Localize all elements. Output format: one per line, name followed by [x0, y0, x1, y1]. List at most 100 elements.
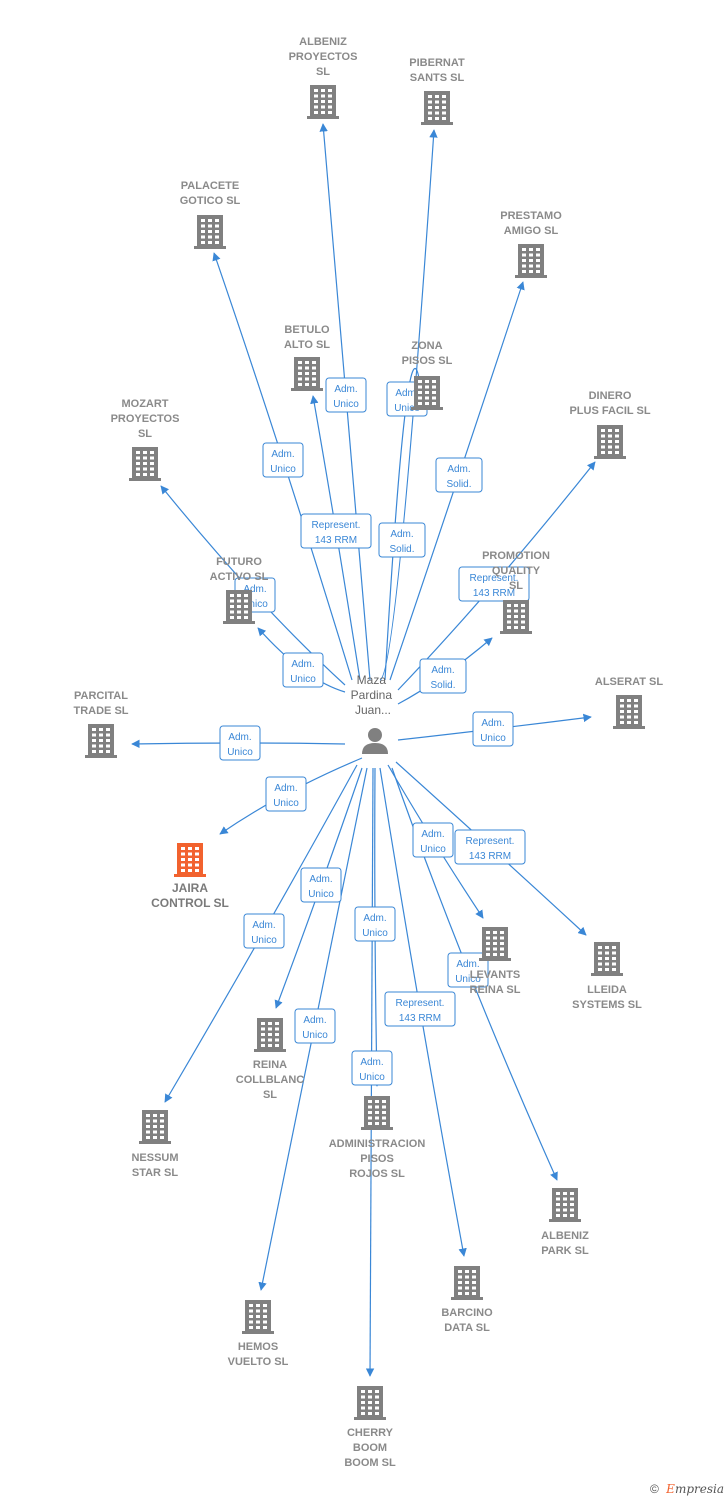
building-icon	[307, 85, 339, 119]
company-name-line: ROJOS SL	[349, 1168, 405, 1180]
building-icon	[223, 590, 255, 624]
company-name-line: PARCITAL	[74, 690, 128, 702]
relation-tag[interactable]: Represent. 143 RRM	[458, 566, 530, 602]
company-name-line: AMIGO SL	[504, 225, 559, 237]
company-name-line: COLLBLANC	[236, 1074, 304, 1086]
company-name-line: JAIRA	[172, 881, 208, 895]
relation-tag[interactable]: Adm. Unico	[351, 1050, 393, 1086]
company-name-line: SYSTEMS SL	[572, 999, 642, 1011]
relation-tag-line: Adm.	[243, 584, 266, 595]
relation-tag-line: Represent.	[470, 573, 519, 584]
relation-tag[interactable]: Represent.143 RRM	[300, 513, 372, 549]
company-node-alserat[interactable]: ALSERAT SL	[595, 676, 664, 729]
relation-tag-line: Adm.	[456, 959, 479, 970]
company-name-line: SL	[316, 66, 330, 78]
relation-tag-line: Unico	[251, 935, 277, 946]
relation-tag-line: Unico	[359, 1072, 385, 1083]
relation-tag-line: Solid.	[430, 680, 455, 691]
company-name: ALSERAT SL	[595, 676, 664, 688]
relation-tag-line: Adm.	[360, 1057, 383, 1068]
relation-tag[interactable]: Represent.143 RRM	[454, 829, 526, 865]
relation-tag-text: Adm.Unico	[455, 959, 481, 985]
relation-tag-text: Adm.Unico	[420, 829, 446, 855]
relation-tag[interactable]: Adm.Solid.	[378, 522, 426, 558]
relation-tag-line: Unico	[273, 798, 299, 809]
brand-logo[interactable]: Empresia	[666, 1482, 724, 1496]
relation-tag-line: 143 RRM	[469, 851, 511, 862]
relation-tag-line: Unico	[480, 733, 506, 744]
relation-tag[interactable]: Adm.Unico	[412, 822, 454, 858]
company-name-line: CHERRY	[347, 1427, 394, 1439]
company-name-line: DINERO	[589, 390, 632, 402]
relation-tag-line: Adm.	[252, 920, 275, 931]
relation-tag[interactable]: Adm. Unico	[243, 913, 285, 949]
copyright-symbol: ©	[649, 1482, 659, 1496]
building-icon	[479, 927, 511, 961]
relation-tag-line: Adm.	[271, 449, 294, 460]
relation-tag[interactable]: Represent.143 RRM	[384, 991, 456, 1027]
footer-brand: © Empresia	[650, 1482, 724, 1496]
company-name-line: PISOS SL	[402, 355, 453, 367]
company-node-administracion-pisos-rojos[interactable]: ADMINISTRACION PISOS ROJOS SL	[329, 1096, 426, 1180]
building-icon	[129, 447, 161, 481]
relation-tag-line: Adm.	[447, 464, 470, 475]
relation-tag-line: Unico	[242, 599, 268, 610]
company-name-line: QUALITY	[492, 565, 541, 577]
relation-tag[interactable]: Adm.Unico	[294, 1008, 336, 1044]
relation-tag-text: Adm.Unico	[333, 384, 359, 410]
relation-tag-line: Adm.	[481, 718, 504, 729]
company-name-line: PISOS	[360, 1153, 394, 1165]
company-name-line: CONTROL SL	[151, 896, 229, 910]
relation-tag[interactable]: Adm.Unico	[325, 377, 367, 413]
relation-tag[interactable]: Adm.Unico	[219, 725, 261, 761]
company-name-line: ADMINISTRACION	[329, 1138, 426, 1150]
relation-tag[interactable]: Adm.Unico	[300, 867, 342, 903]
relation-tag[interactable]: Adm.Unico	[282, 652, 324, 688]
relation-tag-line: 143 RRM	[399, 1013, 441, 1024]
relation-tag-text: Represent.143 RRM	[466, 836, 515, 862]
relation-tag-text: Adm.Unico	[308, 874, 334, 900]
relation-tag[interactable]: Adm.Unico	[354, 906, 396, 942]
relation-tag[interactable]: Adm.Unico	[265, 776, 307, 812]
relation-tag-line: 143 RRM	[473, 588, 515, 599]
building-icon	[451, 1266, 483, 1300]
building-icon	[411, 376, 443, 410]
relation-tag-text: Adm.Solid.	[446, 464, 471, 490]
relation-tag[interactable]: Adm. Unico	[472, 711, 514, 747]
company-name-line: BARCINO	[441, 1307, 493, 1319]
relation-tag[interactable]: Adm.Solid.	[435, 457, 483, 493]
relation-tag[interactable]: Adm.Solid.	[419, 658, 467, 694]
relation-tag-text: Adm. Unico	[480, 718, 506, 744]
company-name-line: SL	[263, 1089, 277, 1101]
person-node[interactable]: Maza Pardina Juan...	[351, 673, 396, 754]
relation-tag[interactable]: Adm.Unico	[447, 952, 489, 988]
relation-tag[interactable]: Adm.Unico	[262, 442, 304, 478]
